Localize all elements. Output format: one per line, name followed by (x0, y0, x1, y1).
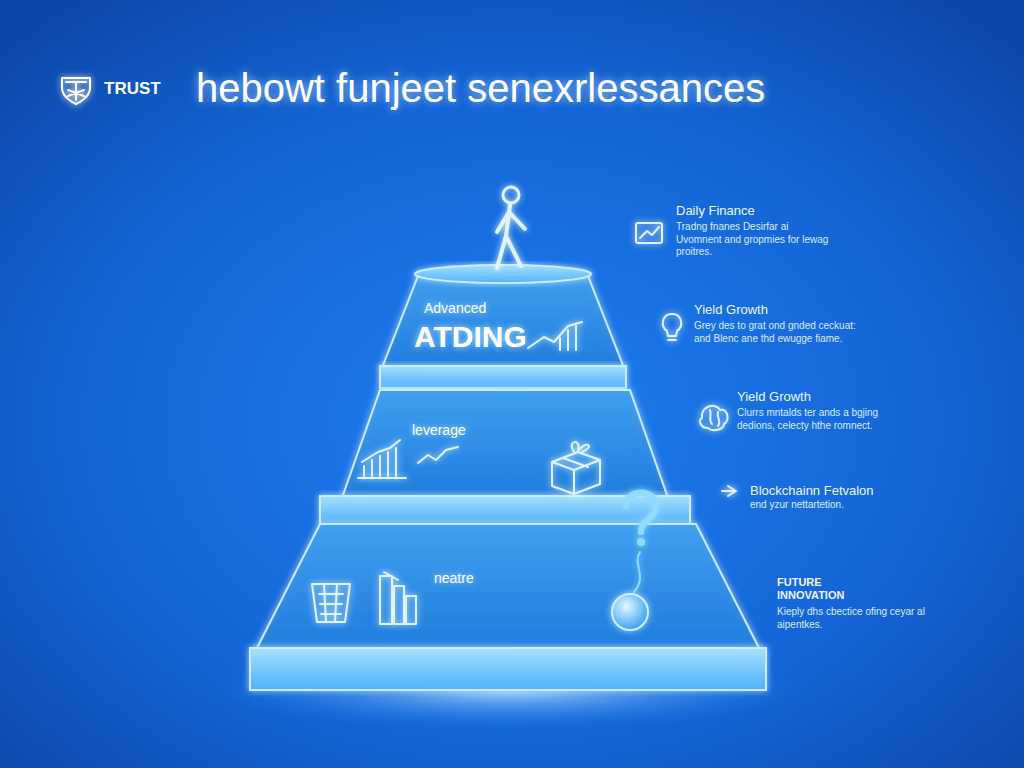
callout-heading: Yield Growth (737, 389, 887, 405)
chart-frame-icon (636, 223, 662, 243)
callout-body: end yzur nettartetion. (750, 499, 900, 512)
pyramid-tier: leverage (318, 388, 692, 528)
bar-chart-icon (560, 326, 576, 350)
lightbulb-icon (663, 314, 681, 340)
basket-icon (312, 584, 350, 622)
tier-face (256, 524, 760, 650)
diagram-title: hebowt funjeet senexrlessances (196, 66, 765, 111)
label-holder: end yzur nettartetion. (750, 499, 900, 512)
arrow-icon (722, 486, 736, 496)
line-chart-icon (418, 447, 458, 463)
label-holder: Yield Growth (737, 389, 887, 405)
tier-face (415, 265, 591, 283)
tier-face (342, 390, 668, 498)
label-holder: Blockchainn Fetvalon (750, 483, 940, 499)
gift-bow-icon (572, 442, 589, 452)
tier-outline (318, 388, 692, 528)
gift-box-icon (552, 452, 600, 494)
pyramid-tier: AdvancedATDING (378, 262, 628, 392)
callout-body: Kieply dhs cbectice ofing ceyar al aipen… (777, 606, 927, 631)
label-holder: Kieply dhs cbectice ofing ceyar al aipen… (777, 606, 927, 631)
callout-heading: Yield Growth (694, 302, 864, 318)
tier-face (382, 276, 624, 368)
glowing-sphere (612, 594, 648, 630)
callout-heading: Blockchainn Fetvalon (750, 483, 940, 499)
label-holder: TRUST (104, 79, 161, 99)
title-holder: hebowt funjeet senexrlessances (196, 66, 765, 111)
logo-mark (66, 82, 86, 100)
callout-heading: Daily Finance (676, 203, 846, 219)
label-holder: FUTURE INNOVATION (777, 576, 867, 601)
label-holder: Clurrs mntalds ter ands a bgjing dedions… (737, 407, 887, 432)
bar-chart-icon (358, 448, 406, 478)
label-holder: Yield Growth (694, 302, 864, 318)
tier-label: Advanced (424, 300, 486, 317)
label-holder: Daily Finance (676, 203, 846, 219)
bar-chart-icon (380, 572, 416, 624)
tier-face (380, 366, 626, 388)
person-head (503, 187, 519, 203)
chart-line-icon (640, 227, 659, 238)
callout-heading: FUTURE INNOVATION (777, 576, 867, 601)
label-holder: Tradng fnanes Desirfar ai Uvomnent and g… (676, 221, 836, 259)
tier-heading: ATDING (414, 319, 527, 355)
callout-body: Tradng fnanes Desirfar ai Uvomnent and g… (676, 221, 836, 259)
tier-label: leverage (412, 422, 466, 439)
squiggle-line (634, 552, 640, 592)
label-holder: Grey des to grat ond gnded ceckuat: and … (694, 320, 859, 345)
trend-arrow-icon (362, 440, 400, 462)
brand-name: TRUST (104, 79, 161, 99)
person-figure (497, 205, 525, 268)
line-chart-icon (528, 322, 582, 348)
callout-body: Grey des to grat ond gnded ceckuat: and … (694, 320, 859, 345)
tier-face (250, 648, 766, 690)
question-mark-dot (638, 539, 644, 545)
tier-label: neatre (434, 570, 474, 587)
question-mark-icon (626, 493, 656, 533)
brain-icon (700, 406, 727, 430)
logo-shield (62, 78, 90, 104)
callout-body: Clurrs mntalds ter ands a bgjing dedions… (737, 407, 887, 432)
tier-face (320, 496, 690, 524)
